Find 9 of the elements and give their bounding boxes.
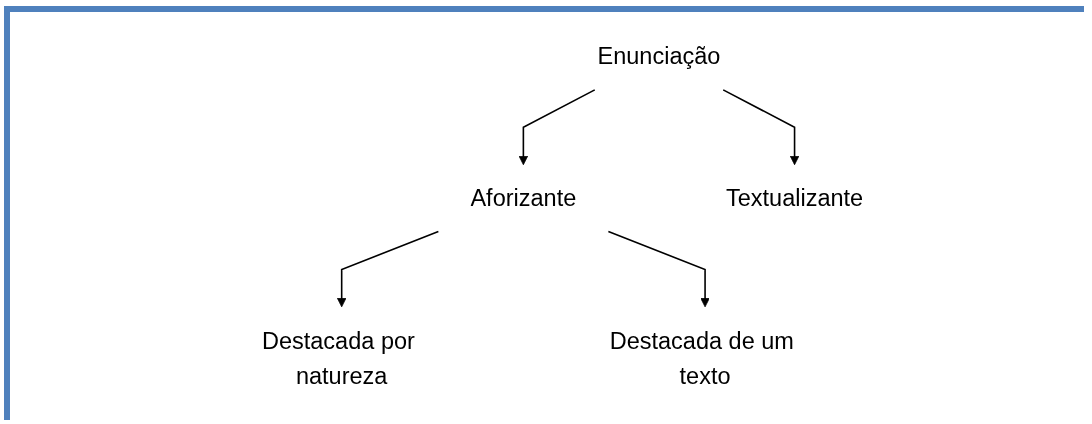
node-text: Destacada de um texto <box>609 327 794 390</box>
node-text: Destacada por natureza <box>261 327 415 390</box>
arrow <box>337 230 440 308</box>
arrow <box>518 89 596 166</box>
arrow <box>607 230 710 308</box>
node-text: Textualizante <box>725 185 864 212</box>
node-text: Enunciação <box>597 42 721 70</box>
arrow <box>722 89 800 166</box>
node-text: Aforizante <box>470 185 577 212</box>
